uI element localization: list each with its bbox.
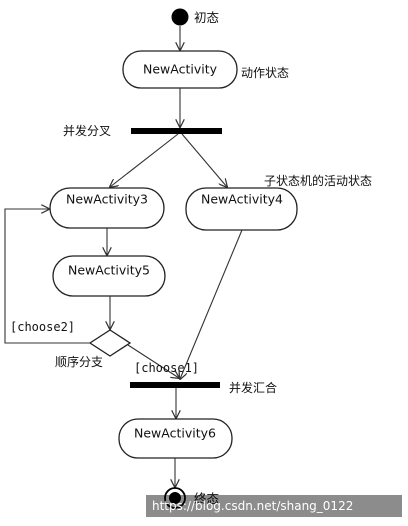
final-label: 终态: [194, 491, 219, 506]
activity-label-newactivity6: NewActivity6: [134, 426, 216, 441]
edge-choose2-loop: [4, 209, 90, 344]
fork-label: 并发分叉: [63, 123, 111, 138]
watermark-text: https://blog.csdn.net/shang_0122: [152, 499, 353, 513]
edge-fork-to-activity3: [110, 133, 179, 187]
guard-choose1: [choose1]: [134, 361, 199, 375]
activity-label-newactivity: NewActivity: [143, 62, 218, 77]
decision-label: 顺序分支: [55, 354, 103, 369]
note-activity-state: 动作状态: [241, 66, 289, 80]
decision-node: [88, 329, 132, 357]
activity-label-newactivity3: NewActivity3: [66, 192, 148, 207]
fork-bar: [131, 128, 222, 134]
activity-label-newactivity5: NewActivity5: [68, 263, 150, 278]
initial-node: [171, 8, 189, 26]
edge-fork-to-activity4: [181, 133, 227, 187]
edge-choose1-to-join: [127, 344, 179, 378]
edge-activity4-to-join: [180, 229, 243, 379]
final-node-inner: [169, 492, 181, 504]
activity-node-newactivity5[interactable]: [52, 255, 166, 297]
initial-label: 初态: [194, 10, 219, 25]
join-bar: [130, 382, 220, 388]
note-substate: 子状态机的活动状态: [264, 173, 372, 188]
guard-choose2: [choose2]: [10, 320, 75, 334]
watermark: https://blog.csdn.net/shang_0122: [146, 495, 402, 517]
join-label: 并发汇合: [229, 380, 277, 395]
activity-label-newactivity4: NewActivity4: [201, 192, 283, 207]
